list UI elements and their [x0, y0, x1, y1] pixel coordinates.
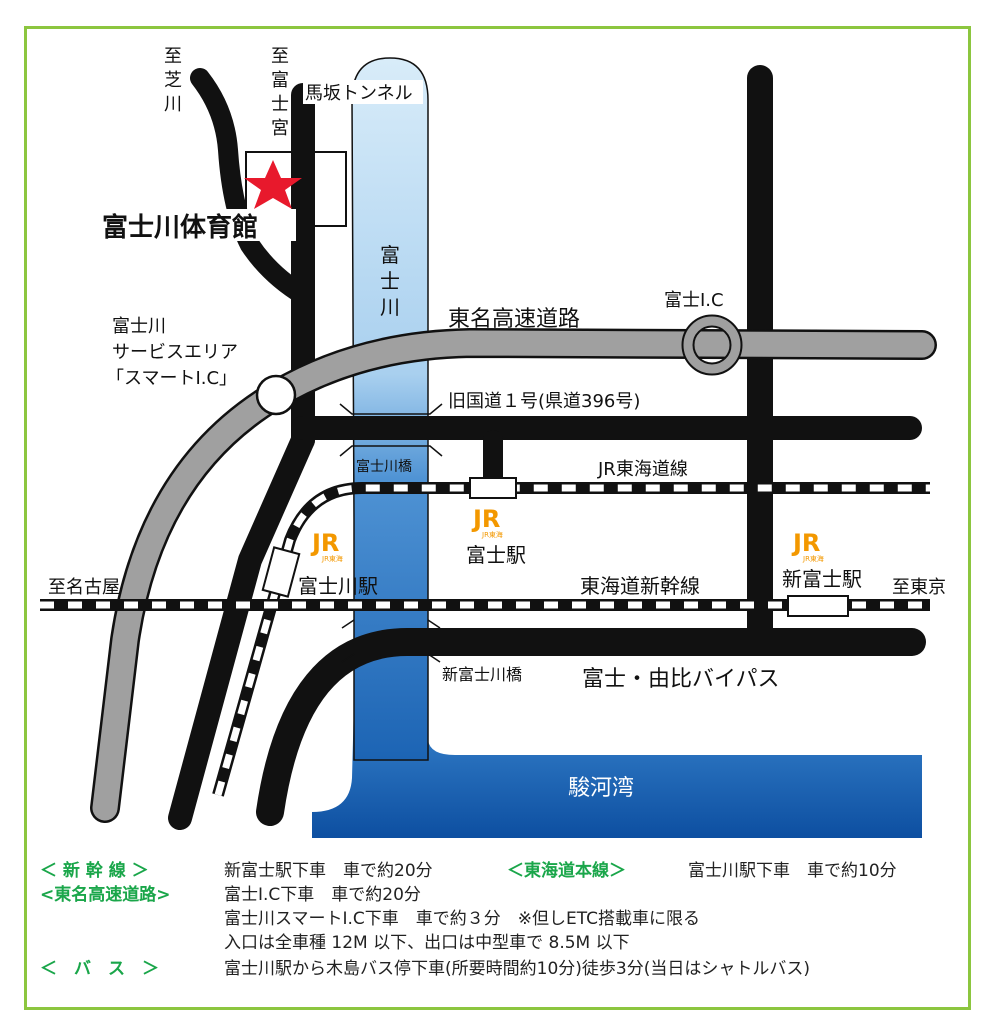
label-venue: 富士川体育館 — [102, 212, 258, 243]
jr-logo-shin-fuji: JR JR東海 — [791, 529, 824, 563]
access-text-shinkansen: 新富士駅下車 車で約20分 — [224, 861, 433, 881]
road-diagonal — [168, 428, 315, 830]
venue-label-bg — [100, 209, 296, 241]
jr-logo-sub: JR東海 — [321, 554, 343, 563]
jr-logo-sub: JR東海 — [481, 530, 503, 539]
access-text-tomei-2: 入口は全車種 12M 以下、出口は中型車で 8.5M 以下 — [224, 933, 630, 953]
road-bypass — [256, 627, 926, 826]
label-to-fujinomiya-1: 富 — [271, 70, 289, 91]
label-to-shibakawa-0: 至 — [164, 46, 182, 67]
jr-logo-sub: JR東海 — [802, 554, 824, 563]
bridge-marks — [339, 403, 443, 663]
label-tomei: 東名高速道路 — [448, 307, 580, 332]
access-text-tomei-0: 富士I.C下車 車で約20分 — [224, 885, 421, 905]
label-bay: 駿河湾 — [568, 776, 634, 801]
label-to-shibakawa-2: 川 — [164, 94, 182, 115]
access-label-shinkansen: ＜ 新 幹 線 ＞ — [40, 861, 149, 881]
map-frame — [24, 26, 971, 1010]
fuji-ic-loop — [681, 314, 743, 376]
label-fujikawa-station: 富士川駅 — [298, 574, 378, 598]
label-bypass: 富士・由比バイパス — [582, 667, 780, 692]
label-to-tokyo: 至東京 — [892, 577, 946, 598]
fuji-station-box — [469, 477, 517, 499]
access-text-tokaido: 富士川駅下車 車で約10分 — [688, 861, 897, 881]
suruga-bay — [312, 700, 922, 838]
label-shinkansen: 東海道新幹線 — [580, 574, 700, 598]
label-tunnel: 馬坂トンネル — [305, 83, 413, 104]
label-to-fujinomiya-3: 宮 — [271, 118, 289, 139]
road-shibakawa — [190, 68, 313, 305]
fujikawa-station-box — [261, 546, 301, 598]
label-fujikawa-bridge: 富士川橋 — [356, 458, 412, 475]
jr-logo-text: JR — [471, 505, 500, 533]
label-to-shibakawa-1: 芝 — [164, 70, 182, 91]
label-river-0: 富 — [380, 243, 400, 267]
label-old-route: 旧国道１号(県道396号) — [448, 391, 640, 412]
label-river-2: 川 — [380, 295, 400, 319]
road-network — [168, 65, 926, 830]
jr-logo-text: JR — [791, 529, 820, 557]
label-shin-fuji-station: 新富士駅 — [782, 567, 862, 591]
access-label-tomei: <東名高速道路> — [40, 885, 171, 905]
label-fuji-station: 富士駅 — [466, 543, 526, 567]
jr-logo-fuji: JR JR東海 — [471, 505, 503, 539]
jr-tokaido-line — [212, 482, 930, 797]
label-sa-0: 富士川 — [112, 316, 166, 337]
label-jr-tokaido: JR東海道線 — [597, 459, 688, 480]
jr-logo-fujikawa: JR JR東海 — [310, 529, 343, 563]
label-to-fujinomiya-2: 士 — [271, 94, 289, 115]
tunnel-label-bg — [303, 80, 423, 104]
venue-star-icon — [244, 160, 302, 209]
fuji-river — [351, 57, 429, 761]
label-river-1: 士 — [380, 269, 400, 293]
label-fuji-ic: 富士I.C — [664, 290, 724, 311]
route-map: JR JR東海 JR JR東海 JR JR東海 至 芝 川 至 富 士 宮 馬坂… — [40, 46, 946, 838]
label-shin-fujikawa-bridge: 新富士川橋 — [442, 665, 522, 684]
label-to-nagoya: 至名古屋 — [48, 577, 120, 598]
shin-fuji-station-box — [787, 595, 849, 617]
jr-logo-text: JR — [310, 529, 339, 557]
label-to-fujinomiya-0: 至 — [271, 46, 289, 67]
access-text-tomei-1: 富士川スマートI.C下車 車で約３分 ※但しETC搭載車に限る — [224, 909, 701, 929]
access-label-tokaido: ＜東海道本線＞ — [507, 861, 626, 881]
access-label-bus: ＜ バ ス ＞ — [40, 959, 159, 979]
smart-ic-circle — [255, 374, 297, 416]
label-sa-2: 「スマートI.C」 — [106, 368, 237, 389]
access-text-bus: 富士川駅から木島バス停下車(所要時間約10分)徒歩3分(当日はシャトルバス) — [224, 959, 810, 979]
label-sa-1: サービスエリア — [112, 342, 238, 363]
